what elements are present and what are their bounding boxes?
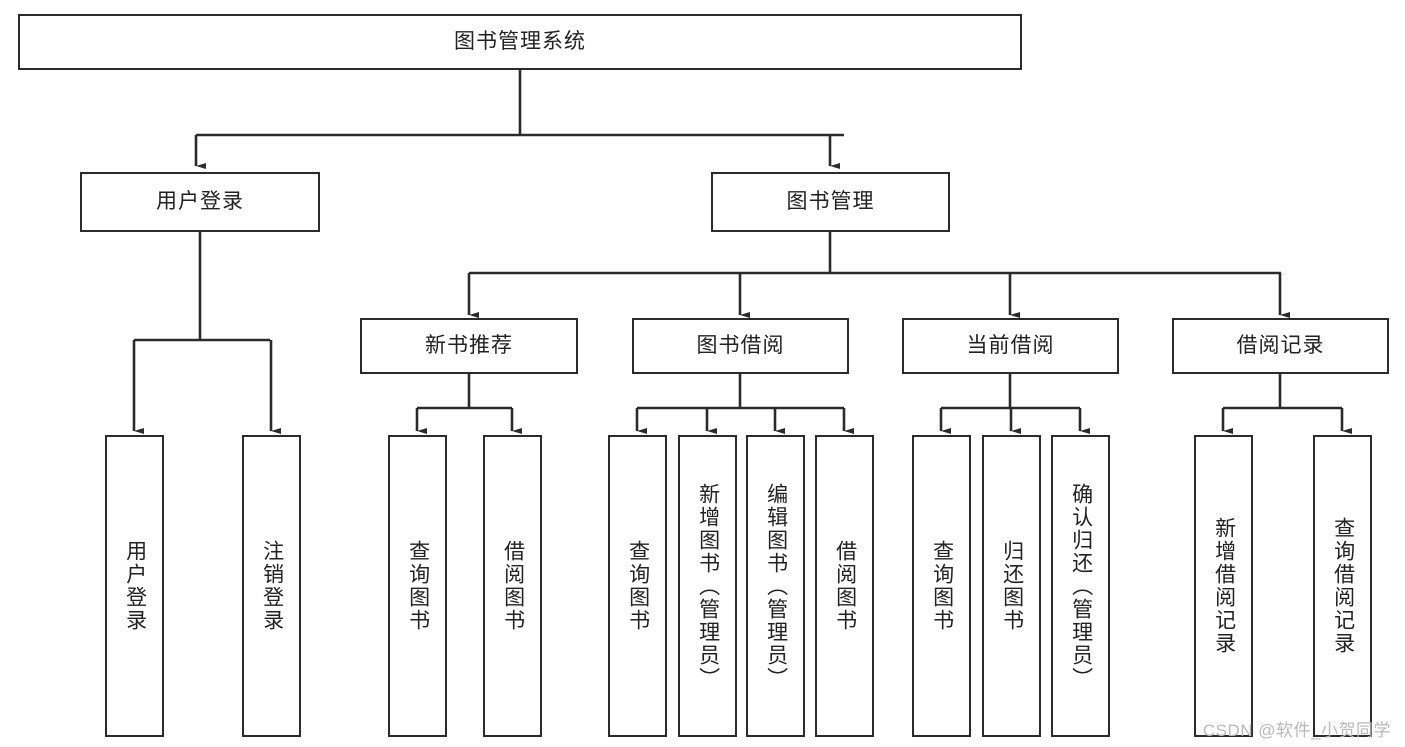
leaf-borrow-book-newbook[interactable]: 借阅图书 <box>483 435 542 737</box>
node-label: 查询借阅记录 <box>1331 517 1355 655</box>
node-label: 当前借阅 <box>966 334 1055 358</box>
node-label: 借阅记录 <box>1236 334 1325 358</box>
node-label: 编辑图书（管理员） <box>764 482 788 690</box>
leaf-return-book[interactable]: 归还图书 <box>982 435 1041 737</box>
node-new-book-recommend[interactable]: 新书推荐 <box>360 318 578 374</box>
node-label: 用户登录 <box>123 540 147 632</box>
node-label: 注销登录 <box>260 540 284 632</box>
node-label: 确认归还（管理员） <box>1069 482 1093 690</box>
leaf-add-book-admin[interactable]: 新增图书（管理员） <box>678 435 737 737</box>
leaf-query-book-borrow[interactable]: 查询图书 <box>608 435 667 737</box>
node-book-borrow[interactable]: 图书借阅 <box>632 318 849 374</box>
node-book-management[interactable]: 图书管理 <box>711 172 950 232</box>
node-current-borrow[interactable]: 当前借阅 <box>902 318 1119 374</box>
node-label: 图书管理 <box>786 190 875 214</box>
node-label: 图书管理系统 <box>454 30 586 54</box>
leaf-edit-book-admin[interactable]: 编辑图书（管理员） <box>746 435 805 737</box>
node-label: 借阅图书 <box>833 540 857 632</box>
node-borrow-record[interactable]: 借阅记录 <box>1172 318 1389 374</box>
node-user-login[interactable]: 用户登录 <box>80 172 320 232</box>
node-label: 新增图书（管理员） <box>696 482 720 690</box>
node-label: 借阅图书 <box>501 540 525 632</box>
leaf-logout[interactable]: 注销登录 <box>242 435 301 737</box>
leaf-query-book-newbook[interactable]: 查询图书 <box>388 435 447 737</box>
node-label: 查询图书 <box>406 540 430 632</box>
node-label: 归还图书 <box>1000 540 1024 632</box>
leaf-confirm-return-admin[interactable]: 确认归还（管理员） <box>1051 435 1110 737</box>
leaf-borrow-book[interactable]: 借阅图书 <box>815 435 874 737</box>
leaf-add-borrow-record[interactable]: 新增借阅记录 <box>1194 435 1253 737</box>
node-label: 查询图书 <box>930 540 954 632</box>
node-label: 用户登录 <box>156 190 244 214</box>
node-root-system[interactable]: 图书管理系统 <box>18 14 1022 70</box>
leaf-user-login[interactable]: 用户登录 <box>105 435 164 737</box>
node-label: 查询图书 <box>626 540 650 632</box>
node-label: 新增借阅记录 <box>1212 517 1236 655</box>
leaf-query-book-current[interactable]: 查询图书 <box>912 435 971 737</box>
leaf-query-borrow-record[interactable]: 查询借阅记录 <box>1313 435 1372 737</box>
csdn-watermark: CSDN @软件_小贺同学 <box>1202 721 1391 740</box>
node-label: 图书借阅 <box>696 334 785 358</box>
node-label: 新书推荐 <box>425 334 513 358</box>
